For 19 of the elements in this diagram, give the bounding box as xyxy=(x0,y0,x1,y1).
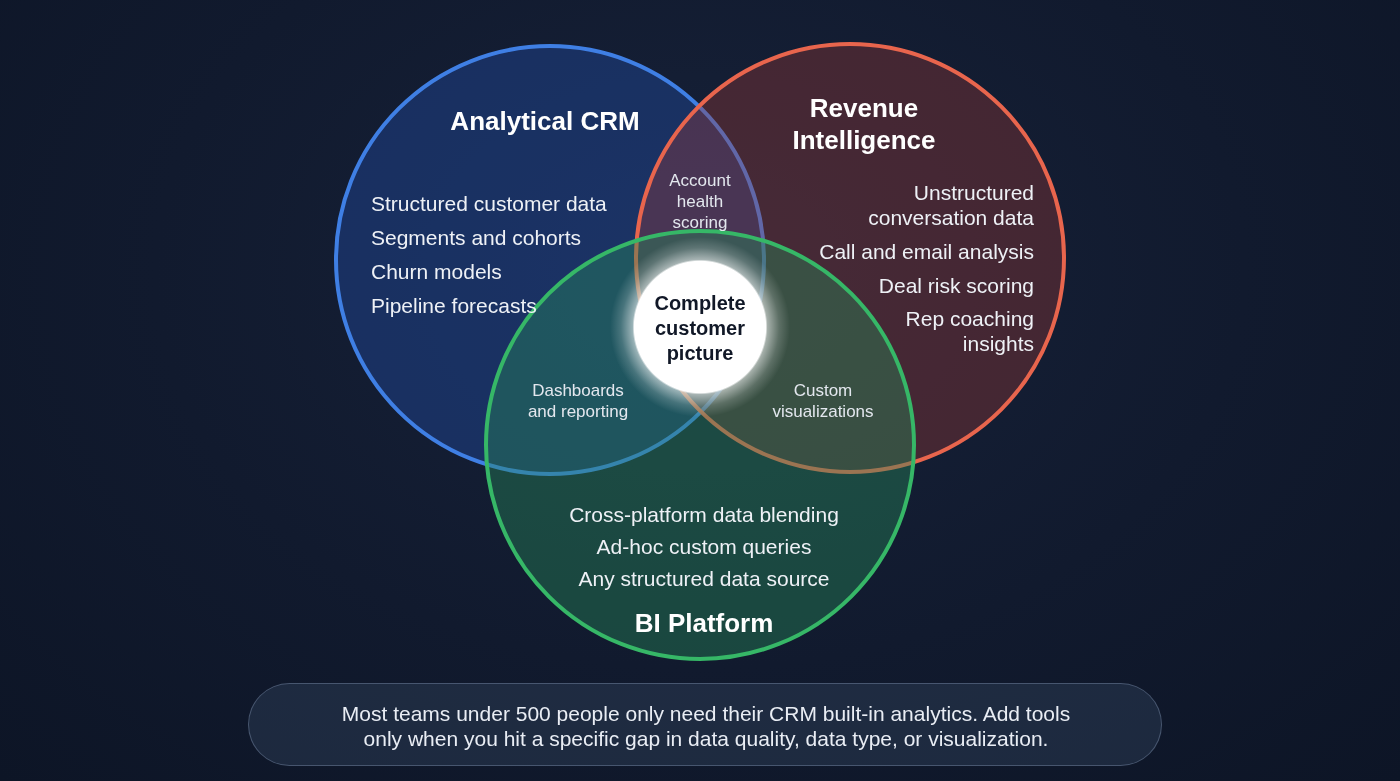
feature-text: Deal risk scoring xyxy=(877,272,1034,298)
circle-heading: BI Platform xyxy=(633,607,775,639)
feature-text: Structured customer data xyxy=(371,191,608,217)
feature-text: Call and email analysis xyxy=(818,238,1034,264)
feature-text: Segments and cohorts xyxy=(371,225,583,251)
feature-text: Unstructured conversation data xyxy=(867,179,1034,230)
circle-heading: Revenue Intelligence xyxy=(791,92,937,156)
feature-text: Churn models xyxy=(371,259,503,285)
overlap-label: Account health scoring xyxy=(668,169,732,233)
feature-text: Pipeline forecasts xyxy=(371,293,538,319)
overlap-label: Dashboards and reporting xyxy=(526,379,630,422)
circle-heading: Analytical CRM xyxy=(449,105,641,137)
note-text: Most teams under 500 people only need their CRM built-in analytics. Add tools only when you hit a specific gap in data quality, data type, or visualization. xyxy=(340,701,1072,751)
feature-text: Ad-hoc custom queries xyxy=(595,534,813,560)
feature-text: Any structured data source xyxy=(577,566,831,592)
feature-text: Cross-platform data blending xyxy=(568,502,840,528)
feature-text: Rep coaching insights xyxy=(904,305,1034,356)
center-label: Complete customer picture xyxy=(653,290,747,366)
overlap-label: Custom visualizations xyxy=(771,379,875,422)
